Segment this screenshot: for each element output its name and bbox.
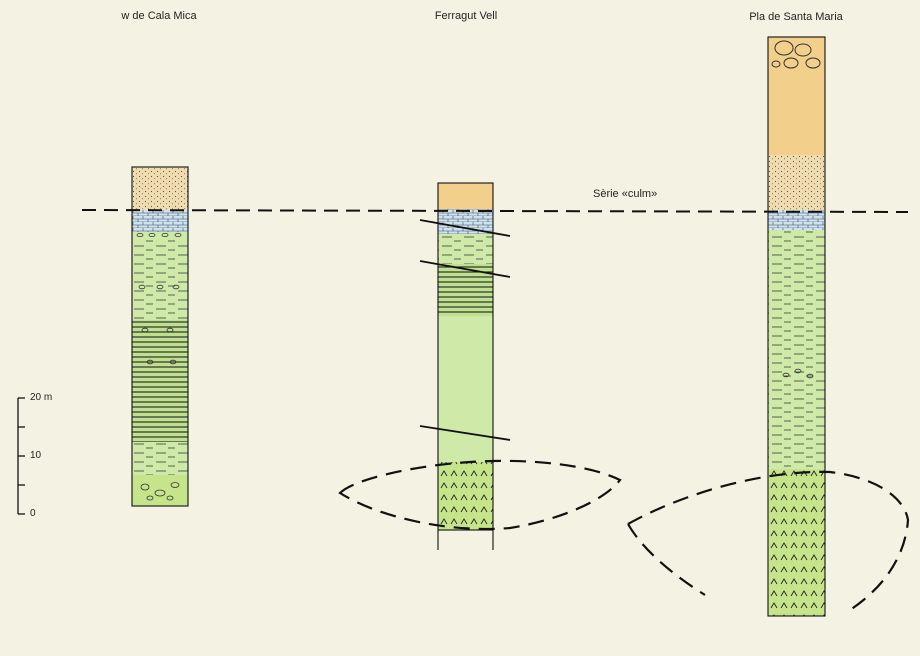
- column-outline: [767, 36, 826, 617]
- column-pla-de-santa-maria: [767, 36, 826, 617]
- shale-layer-lower: [438, 316, 493, 462]
- scale-bar: [17, 397, 25, 515]
- transition-layer: [768, 453, 825, 469]
- column-title-pla-de-santa-maria: Pla de Santa Maria: [749, 11, 843, 23]
- shale-layer: [438, 234, 493, 264]
- fault-line: [419, 260, 511, 278]
- sandstone-layer: [768, 155, 825, 210]
- sand-layer: [768, 75, 825, 155]
- shale-layer-lower: [132, 442, 188, 475]
- fault-line: [419, 425, 511, 441]
- intrusion-outline-santa-maria: [627, 470, 910, 611]
- column-outline: [131, 166, 189, 507]
- conglomerate-band: [132, 232, 188, 238]
- shale-layer: [132, 238, 188, 320]
- limestone-layer: [132, 210, 188, 232]
- nodules: [136, 232, 182, 237]
- sand-layer: [132, 167, 188, 210]
- scale-label-0: 0: [30, 508, 36, 519]
- column-cala-mica: [131, 166, 189, 507]
- limestone-layer: [768, 210, 825, 230]
- fault-line: [419, 219, 511, 237]
- datum-label: Sèrie «culm»: [593, 188, 658, 200]
- nodules: [782, 368, 814, 379]
- boulders: [771, 40, 821, 69]
- intrusion-outline-ferragut: [338, 459, 622, 531]
- shale-layer: [768, 230, 825, 453]
- scale-label-10: 10: [30, 450, 42, 461]
- sand-layer: [438, 183, 493, 209]
- nodules: [138, 284, 180, 365]
- column-ferragut-vell: [419, 182, 511, 550]
- boulder-layer: [768, 37, 825, 75]
- column-outline: [437, 182, 494, 531]
- basement-layer: [768, 469, 825, 616]
- column-title-cala-mica: w de Cala Mica: [121, 10, 197, 22]
- basal-conglomerate: [132, 475, 188, 506]
- column-title-ferragut-vell: Ferragut Vell: [434, 10, 498, 22]
- datum-line: [81, 209, 909, 213]
- basement-layer: [438, 462, 493, 530]
- pebbles: [140, 482, 180, 501]
- limestone-layer: [438, 209, 493, 234]
- bedded-shale-layer: [132, 320, 188, 442]
- scale-label-20: 20 m: [30, 392, 53, 403]
